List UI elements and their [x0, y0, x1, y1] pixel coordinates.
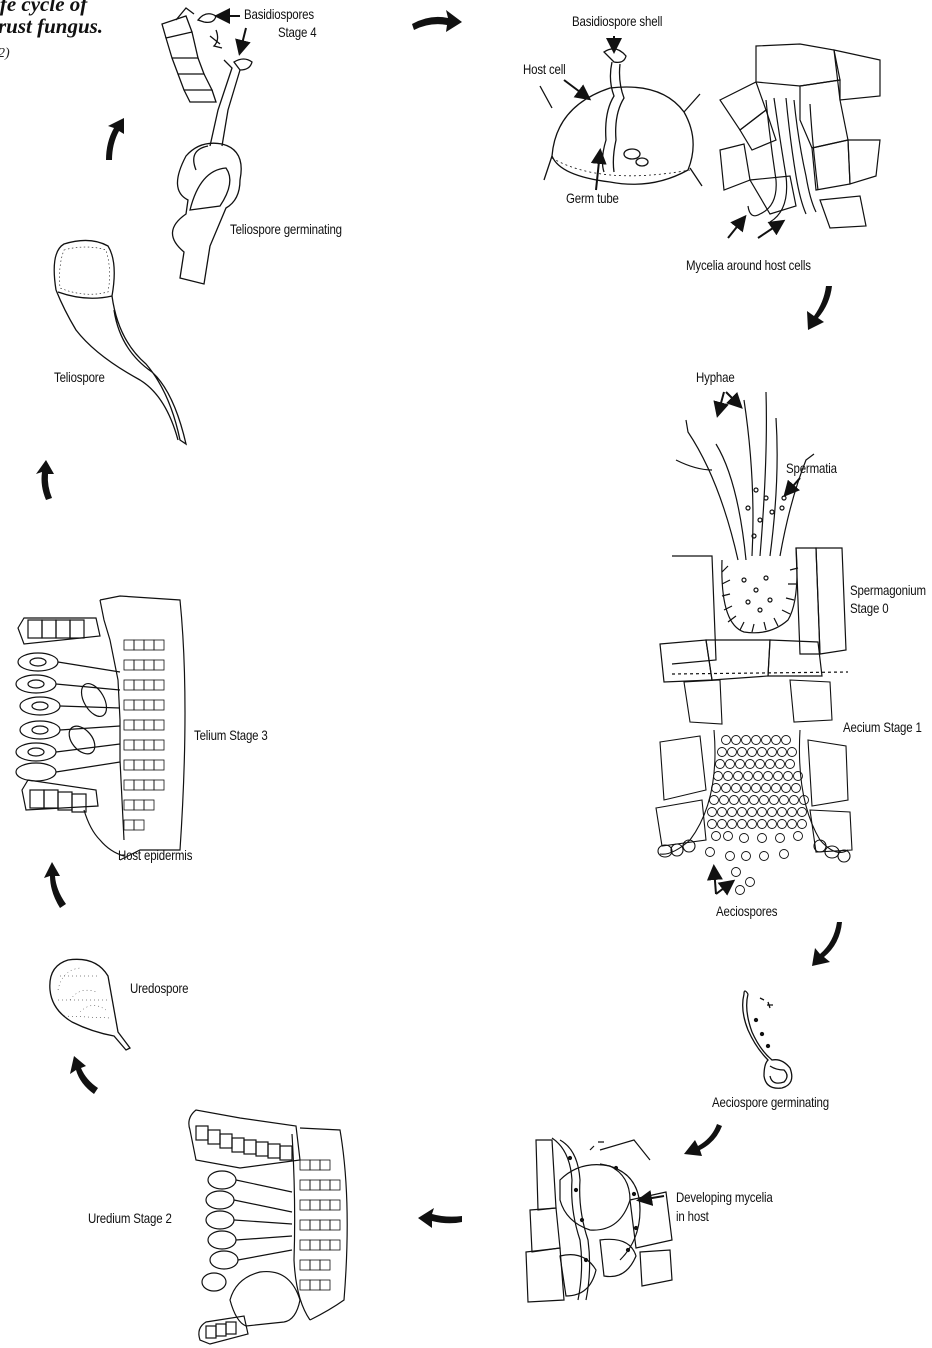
label-stage-4: Stage 4	[278, 24, 316, 41]
label-in-host: in host	[676, 1208, 709, 1225]
uredium-drawing	[189, 1110, 347, 1344]
cycle-arrows	[36, 10, 842, 1228]
cycle-arrow-8	[36, 460, 54, 500]
label-teliospore: Teliospore	[54, 369, 105, 386]
telium-drawing	[16, 596, 185, 860]
label-aeciospore-germinating: Aeciospore germinating	[712, 1094, 829, 1111]
figure-title-line2: rust fungus.	[0, 14, 103, 38]
label-host-cell: Host cell	[523, 61, 566, 78]
cycle-arrow-1	[412, 10, 462, 32]
mycelia-host-cells-drawing	[720, 44, 880, 228]
cycle-arrow-7	[44, 862, 66, 908]
developing-mycelia-drawing	[526, 1138, 672, 1302]
cycle-arrow-6	[70, 1056, 98, 1094]
label-developing-mycelia: Developing mycelia	[676, 1189, 773, 1206]
label-stage-0: Stage 0	[850, 600, 888, 617]
label-uredium-stage-2: Uredium Stage 2	[88, 1210, 172, 1227]
label-basidiospore-shell: Basidiospore shell	[572, 13, 662, 30]
aeciospore-germinating-drawing	[743, 991, 792, 1088]
label-uredospore: Uredospore	[130, 980, 188, 997]
cycle-arrow-5	[418, 1208, 462, 1228]
label-teliospore-germinating: Teliospore germinating	[230, 221, 342, 238]
label-spermatia: Spermatia	[786, 460, 837, 477]
mycelia-pointer-arrows	[728, 218, 782, 238]
label-host-epidermis: Host epidermis	[118, 847, 192, 864]
cycle-arrow-9	[106, 118, 124, 160]
basidiospore-pointer-arrows	[218, 16, 246, 52]
aeciospore-columns	[706, 736, 809, 895]
label-mycelia-around-host-cells: Mycelia around host cells	[686, 257, 811, 274]
uredospore-drawing	[50, 959, 130, 1050]
aeciospore-pointer-arrows	[714, 868, 732, 894]
label-aeciospores: Aeciospores	[716, 903, 777, 920]
aecium-drawing	[656, 680, 852, 862]
label-germ-tube: Germ tube	[566, 190, 619, 207]
teliospore-drawing	[54, 240, 186, 444]
spermagonium-drawing	[660, 392, 848, 682]
cycle-arrow-4	[684, 1124, 722, 1156]
label-telium-stage-3: Telium Stage 3	[194, 727, 268, 744]
cycle-arrow-2	[807, 286, 832, 330]
cycle-arrow-3	[812, 922, 842, 966]
spermagonium-pointer-arrows	[718, 392, 800, 494]
figure-title-line3: 2)	[0, 46, 10, 62]
teliospore-germinating-drawing	[162, 8, 252, 284]
label-spermagonium: Spermagonium	[850, 582, 926, 599]
label-aecium-stage-1: Aecium Stage 1	[843, 719, 922, 736]
label-hyphae: Hyphae	[696, 369, 735, 386]
label-basidiospores: Basidiospores	[244, 6, 314, 23]
